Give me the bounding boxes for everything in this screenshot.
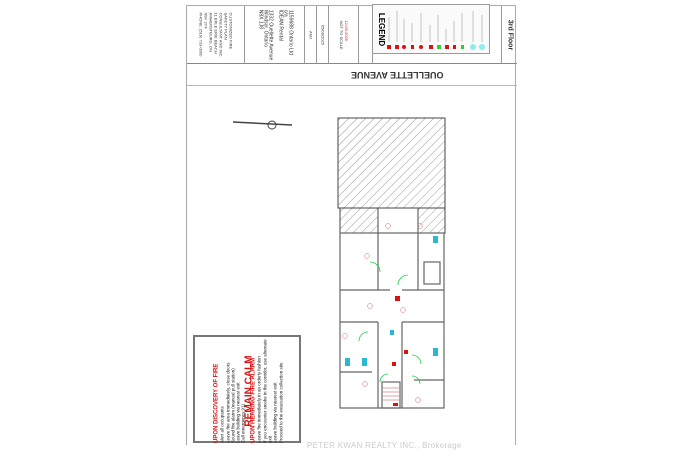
legend-symbols bbox=[387, 11, 485, 50]
north-arrow-icon bbox=[232, 120, 293, 130]
watermark: PETER KWAN REALTY INC., Brokerage bbox=[307, 441, 462, 450]
owner-cell: 1159688 Ontario Ltd o/a IDEAN Rental 133… bbox=[245, 6, 305, 63]
drawn-by-cell: AMJ bbox=[305, 6, 317, 63]
date-cell: 05/09/2025 bbox=[317, 6, 329, 63]
plumbing-fixtures bbox=[345, 236, 438, 366]
notice-item: Proceed to the evacuation collection sit… bbox=[278, 362, 284, 443]
street-label: OUELLETTE AVENUE bbox=[187, 64, 517, 86]
legend-box: LEGEND bbox=[372, 4, 490, 54]
smoke-detectors bbox=[342, 223, 423, 403]
fire-notice: UPON DISCOVERY OF FIRE Alert all occupan… bbox=[193, 335, 301, 443]
company-cell: CUSTOMIZED FIRE SAFETY PLAN CONSULTANT A… bbox=[187, 6, 245, 63]
walls bbox=[339, 208, 445, 409]
notice-item: If you encounter smoke in the corridor, … bbox=[262, 339, 273, 443]
fire-alarm-symbols bbox=[392, 296, 408, 406]
roof-area bbox=[337, 117, 446, 209]
doors bbox=[358, 261, 422, 385]
stairs bbox=[383, 387, 399, 401]
sheet-cell: 3rd Floor bbox=[501, 6, 517, 63]
